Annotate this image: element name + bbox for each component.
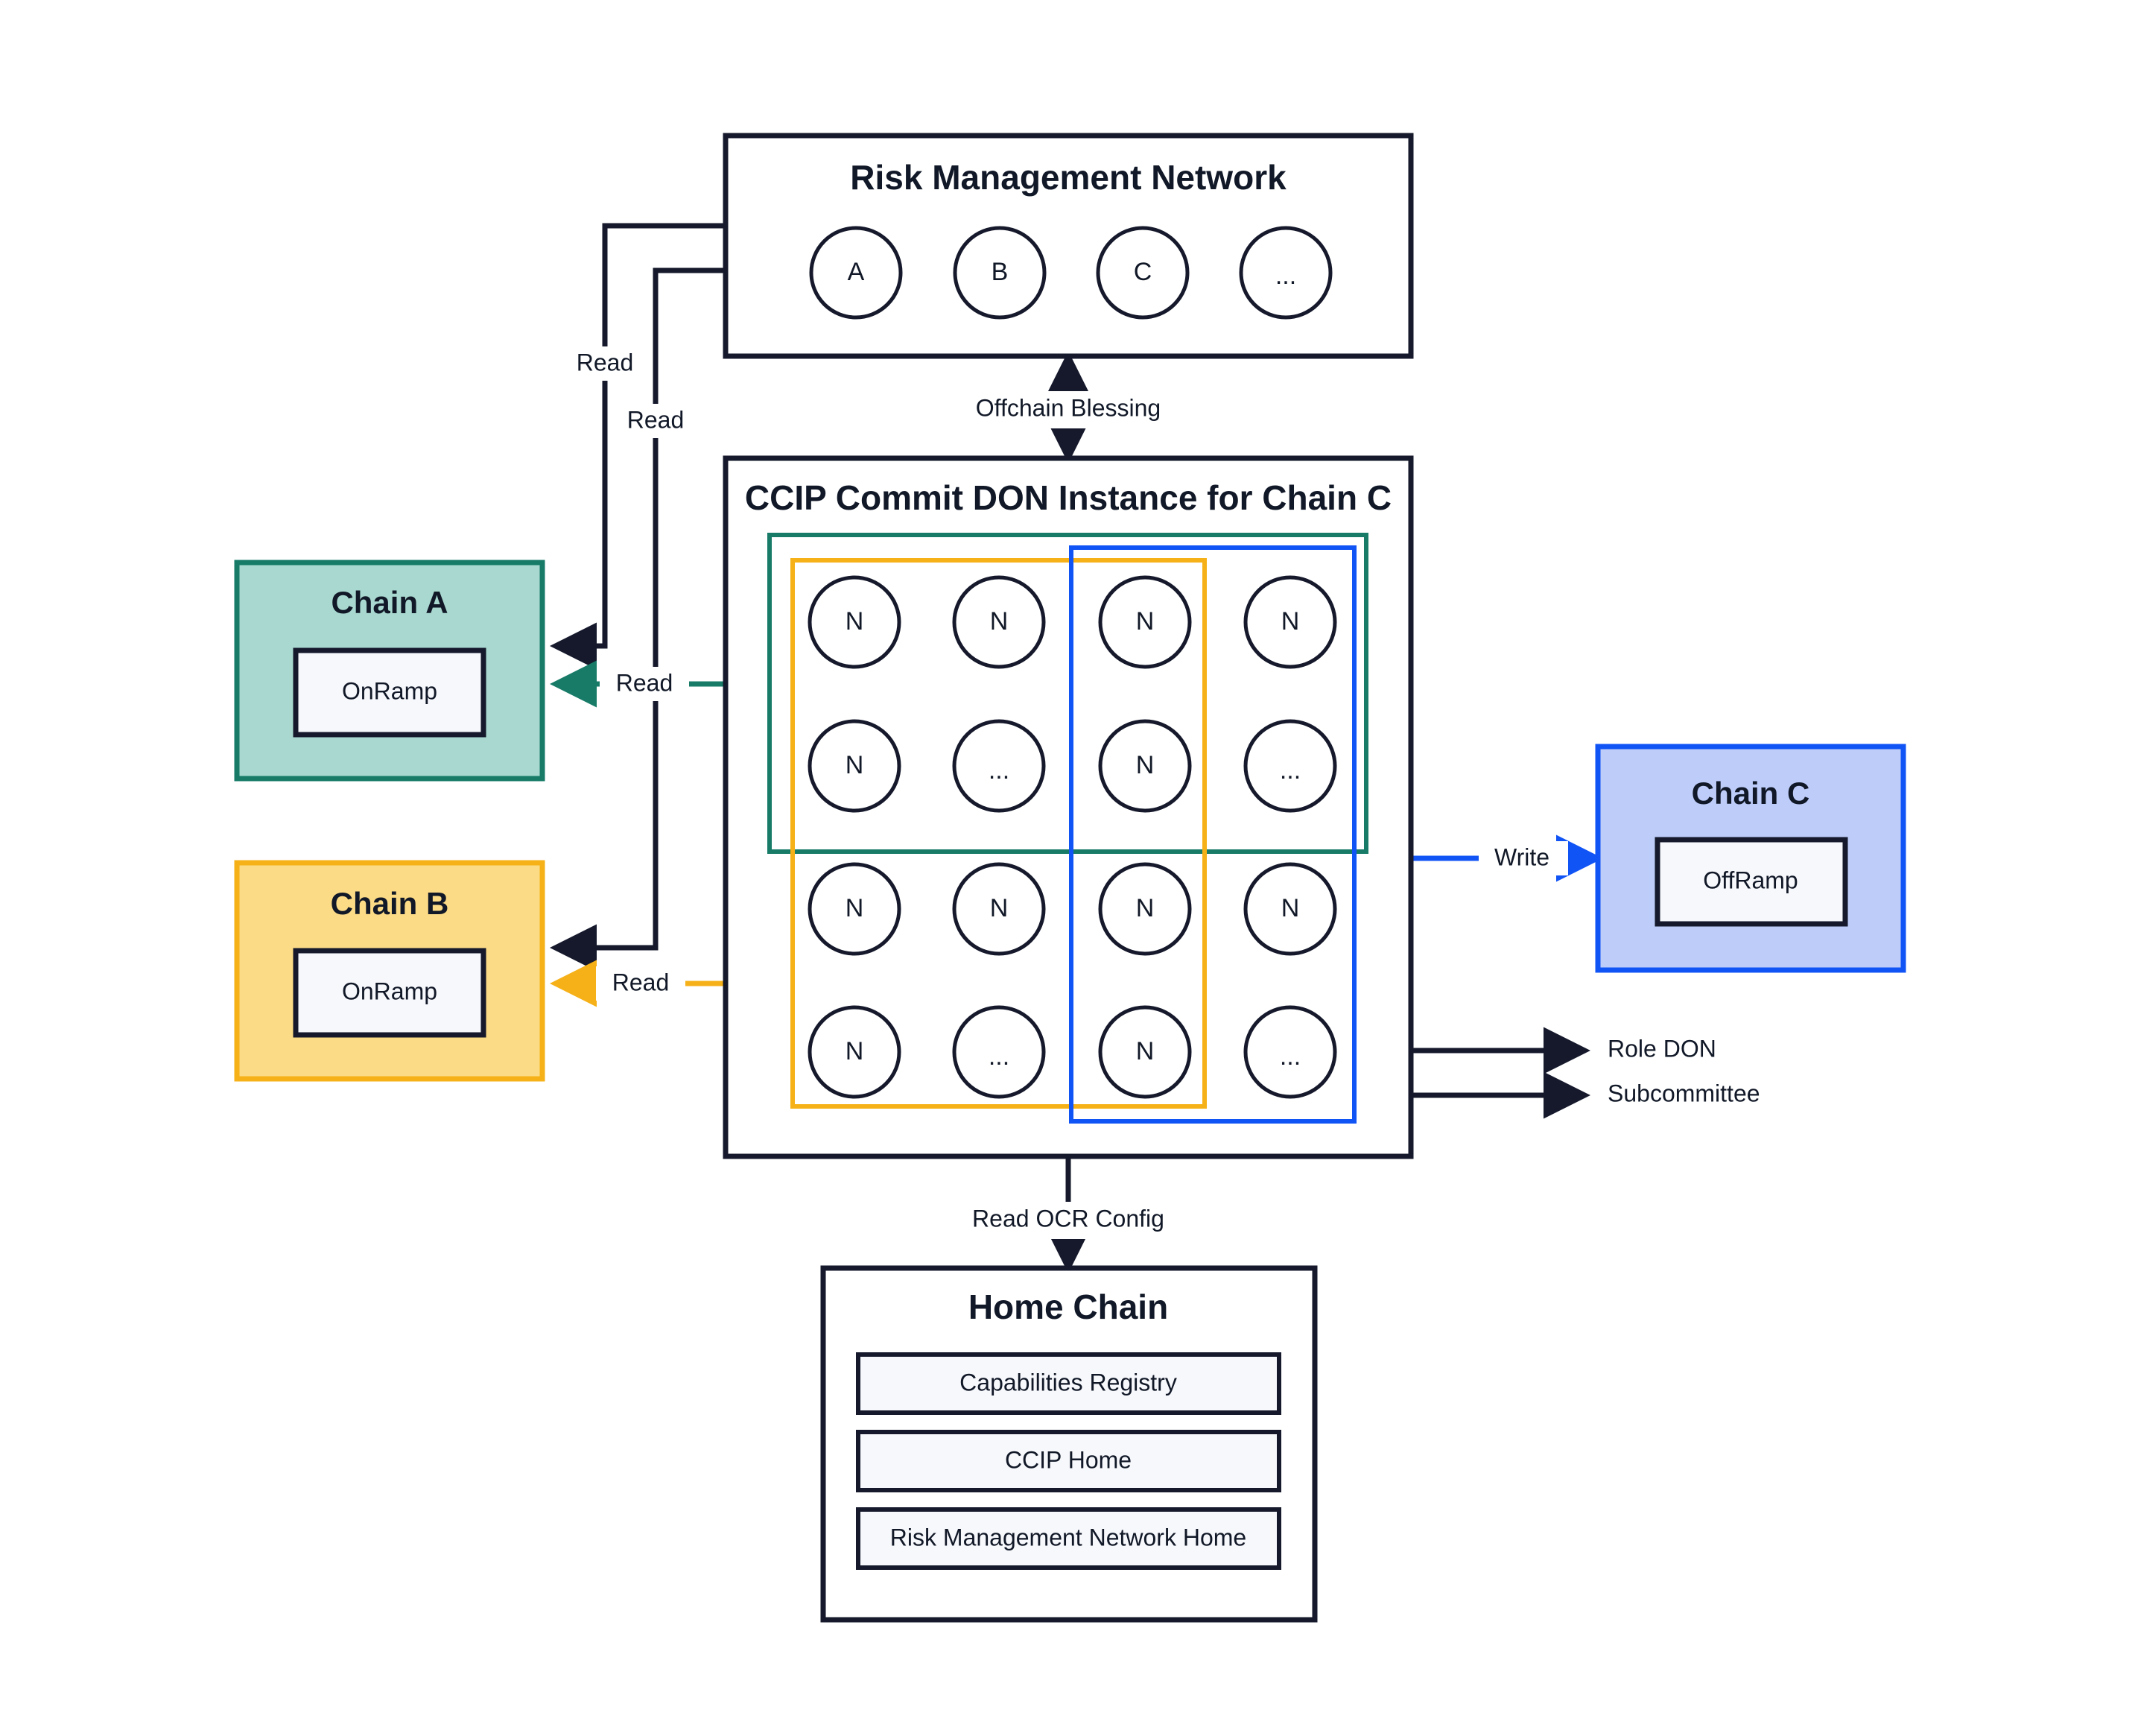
don-node-label: N: [990, 607, 1009, 636]
home-chain-capabilities-registry[interactable]: Capabilities Registry: [856, 1352, 1281, 1415]
don-node[interactable]: ...: [952, 719, 1046, 813]
commit-don-box[interactable]: CCIP Commit DON Instance for Chain C N N…: [723, 455, 1414, 1159]
don-node-label: N: [1136, 607, 1155, 636]
home-chain-title: Home Chain: [968, 1287, 1168, 1326]
don-node[interactable]: N: [1243, 862, 1337, 956]
don-node-label: N: [1136, 751, 1155, 779]
rmn-node-more-label: ...: [1275, 262, 1296, 290]
chain-b-onramp[interactable]: OnRamp: [293, 948, 486, 1038]
don-node[interactable]: N: [1098, 575, 1192, 669]
don-node-label: N: [846, 607, 864, 636]
chain-a-onramp[interactable]: OnRamp: [293, 647, 486, 738]
label-read-rmn-to-chain-a-text: Read: [577, 349, 634, 376]
don-node-label: ...: [989, 1042, 1009, 1071]
commit-don-title: CCIP Commit DON Instance for Chain C: [745, 478, 1392, 517]
legend-subcommittee-label: Subcommittee: [1608, 1080, 1760, 1106]
home-chain-ccip-home[interactable]: CCIP Home: [856, 1430, 1281, 1492]
rmn-node-more[interactable]: ...: [1239, 226, 1333, 320]
group-frame-chain-a[interactable]: [767, 533, 1368, 854]
don-node[interactable]: ...: [952, 1005, 1046, 1099]
chain-c-box[interactable]: Chain C OffRamp: [1595, 744, 1906, 973]
rmn-node-a-label: A: [848, 258, 865, 286]
chain-c-offramp[interactable]: OffRamp: [1655, 837, 1848, 927]
chain-b-box[interactable]: Chain B OnRamp: [234, 860, 545, 1082]
legend-subcommittee: Subcommittee: [1608, 1080, 1760, 1106]
don-node-label: N: [846, 751, 864, 779]
don-node-label: ...: [1280, 1042, 1301, 1071]
label-read-don-to-chain-a: Read: [600, 667, 689, 701]
home-chain-box[interactable]: Home Chain Capabilities Registry CCIP Ho…: [820, 1265, 1318, 1623]
label-read-ocr-config: Read OCR Config: [968, 1202, 1170, 1239]
don-node-label: ...: [989, 756, 1009, 785]
don-node[interactable]: ...: [1243, 719, 1337, 813]
don-node[interactable]: N: [1098, 719, 1192, 813]
chain-b-onramp-label: OnRamp: [342, 978, 437, 1004]
don-node-label: N: [1281, 607, 1300, 636]
label-write-don-to-chain-c-text: Write: [1494, 843, 1549, 870]
don-node[interactable]: N: [808, 575, 901, 669]
don-node-label: N: [990, 894, 1009, 922]
chain-a-box[interactable]: Chain A OnRamp: [234, 560, 545, 782]
label-read-rmn-to-chain-b-text: Read: [627, 406, 685, 433]
don-node-label: N: [1136, 894, 1155, 922]
edge-read-rmn-to-chain-a: [550, 223, 726, 670]
rmn-node-a[interactable]: A: [809, 226, 903, 320]
chain-c-title: Chain C: [1692, 776, 1810, 811]
label-read-ocr-config-text: Read OCR Config: [972, 1205, 1164, 1232]
don-node[interactable]: N: [808, 1005, 901, 1099]
don-node-label: N: [846, 1037, 864, 1065]
label-read-don-to-chain-b: Read: [596, 966, 685, 1001]
group-frame-chain-c[interactable]: [1069, 545, 1357, 1124]
home-chain-rmn-home-label: Risk Management Network Home: [890, 1524, 1246, 1550]
rmn-node-c[interactable]: C: [1096, 226, 1190, 320]
don-node-label: N: [846, 894, 864, 922]
don-node-label: N: [1281, 894, 1300, 922]
don-node[interactable]: ...: [1243, 1005, 1337, 1099]
don-node[interactable]: N: [952, 862, 1046, 956]
home-chain-rmn-home[interactable]: Risk Management Network Home: [856, 1507, 1281, 1570]
don-node[interactable]: N: [1098, 862, 1192, 956]
don-node[interactable]: N: [808, 862, 901, 956]
don-node[interactable]: N: [1098, 1005, 1192, 1099]
don-node[interactable]: N: [808, 719, 901, 813]
chain-a-onramp-label: OnRamp: [342, 677, 437, 704]
label-read-rmn-to-chain-a: Read: [560, 346, 650, 381]
label-offchain-blessing-text: Offchain Blessing: [976, 394, 1161, 421]
chain-c-offramp-label: OffRamp: [1703, 867, 1798, 893]
home-chain-ccip-home-label: CCIP Home: [1005, 1446, 1132, 1473]
risk-management-network-box[interactable]: Risk Management Network A B C ...: [723, 133, 1414, 359]
don-node-label: ...: [1280, 756, 1301, 785]
legend-role-don-label: Role DON: [1608, 1035, 1716, 1062]
label-write-don-to-chain-c: Write: [1479, 841, 1568, 875]
chain-a-title: Chain A: [331, 585, 448, 620]
chain-b-title: Chain B: [331, 886, 449, 921]
label-offchain-blessing: Offchain Blessing: [970, 391, 1167, 428]
group-frame-chain-b[interactable]: [790, 558, 1207, 1109]
label-read-don-to-chain-b-text: Read: [612, 969, 670, 995]
label-read-don-to-chain-a-text: Read: [616, 669, 673, 696]
don-node[interactable]: N: [952, 575, 1046, 669]
legend-role-don: Role DON: [1608, 1035, 1716, 1062]
rmn-node-b-label: B: [992, 258, 1009, 286]
risk-management-network-title: Risk Management Network: [850, 158, 1287, 197]
rmn-node-b[interactable]: B: [953, 226, 1047, 320]
label-read-rmn-to-chain-b: Read: [611, 404, 700, 438]
don-node-label: N: [1136, 1037, 1155, 1065]
rmn-node-c-label: C: [1134, 258, 1152, 286]
home-chain-capabilities-registry-label: Capabilities Registry: [959, 1369, 1177, 1396]
don-node[interactable]: N: [1243, 575, 1337, 669]
